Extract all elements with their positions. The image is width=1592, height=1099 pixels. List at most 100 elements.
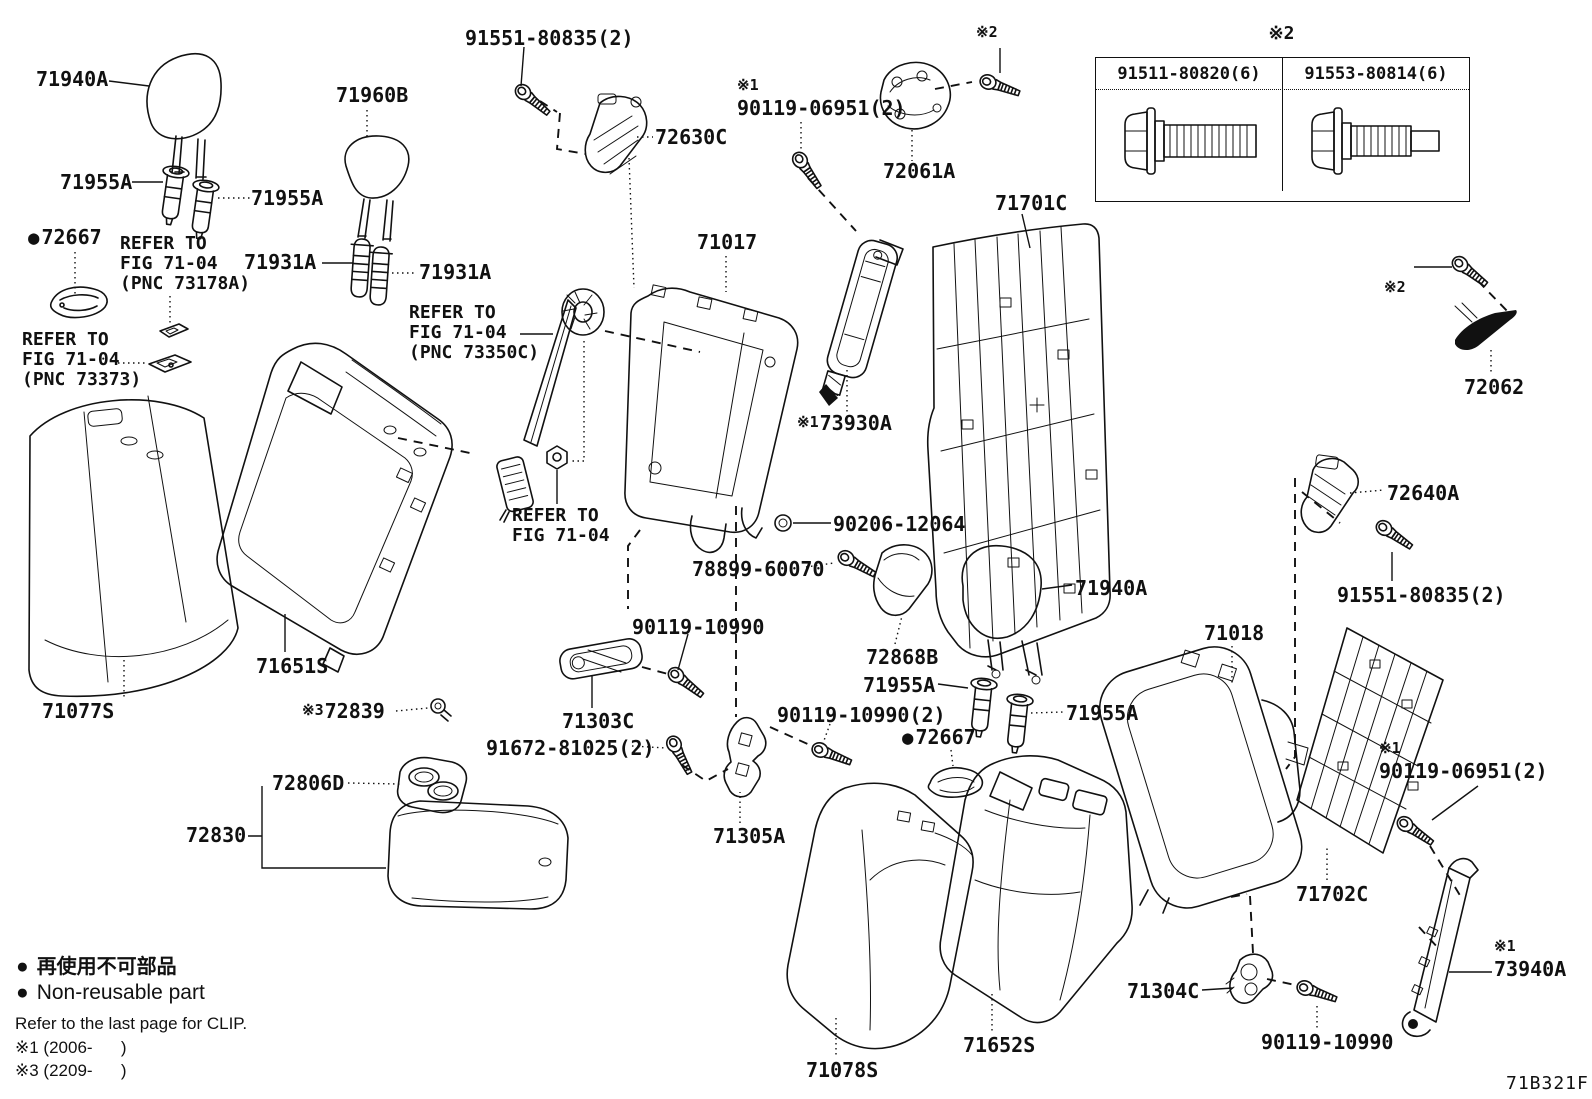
non-reusable-dot-icon: ● [16, 981, 29, 1004]
legend-en-line: ●Non-reusable part [16, 981, 205, 1005]
part-label-72062[interactable]: 72062 [1464, 375, 1525, 399]
headrest-71960B-drawing [345, 136, 409, 241]
note-mark-1: ※1 [1379, 739, 1401, 757]
part-label-71955A-top-right[interactable]: 71955A [251, 186, 324, 210]
refer-note-fig71-04-pnc73373[interactable]: REFER TO FIG 71-04 (PNC 73373) [22, 329, 142, 391]
part-label-71955A-mid-right[interactable]: 71955A [1066, 701, 1139, 725]
part-label-90119-10990-b[interactable]: 90119-10990 [1261, 1030, 1394, 1054]
note-mark-2-top: ※2 [976, 23, 998, 41]
fastener-variant-table: 91511-80820(6) 91553-80814(6) [1095, 57, 1470, 202]
seatback-cover-71652S-drawing [940, 756, 1132, 1023]
part-label-72806D[interactable]: 72806D [272, 771, 345, 795]
dashed-assembly-lines [398, 82, 1511, 985]
part-label-71652S[interactable]: 71652S [963, 1033, 1036, 1057]
headrest-71940A-left-drawing [147, 54, 221, 179]
flange-bolt-short-drawing [1311, 106, 1440, 175]
backboard-71701C-drawing [928, 224, 1110, 657]
armrest-72830-drawing [388, 801, 568, 909]
table-part-91511-80820[interactable]: 91511-80820(6) [1096, 58, 1283, 89]
part-label-71651S[interactable]: 71651S [256, 654, 329, 678]
bracket-71305A-drawing [724, 718, 766, 797]
part-label-71702C[interactable]: 71702C [1296, 882, 1369, 906]
part-label-72630C[interactable]: 72630C [655, 125, 728, 149]
part-label-71931A-right[interactable]: 71931A [419, 260, 492, 284]
part-label-72061A[interactable]: 72061A [883, 159, 956, 183]
part-label-72667-right[interactable]: ●72667 [902, 726, 976, 749]
cushion-71077S-drawing [29, 396, 238, 696]
part-label-73930A[interactable]: ※173930A [797, 412, 892, 434]
part-label-71960B[interactable]: 71960B [336, 83, 409, 107]
seatback-frame-71017-drawing [625, 285, 798, 552]
legend-note3-range: ※3 (2209- ) [15, 1061, 127, 1080]
dotted-leader-lines [75, 110, 1491, 1058]
seatback-frame-71018-drawing [1090, 637, 1311, 917]
part-label-90119-10990-a[interactable]: 90119-10990 [632, 615, 765, 639]
part-label-71955A-top-left[interactable]: 71955A [60, 170, 133, 194]
cap-72667-right-drawing [928, 768, 982, 797]
part-label-71018[interactable]: 71018 [1204, 621, 1265, 645]
part-label-78899-60070[interactable]: 78899-60070 [692, 557, 825, 581]
clip-73178A-drawing [160, 324, 188, 337]
part-label-91551-80835-right[interactable]: 91551-80835(2) [1337, 583, 1506, 607]
part-label-90206-12064[interactable]: 90206-12064 [833, 512, 966, 536]
refer-note-fig71-04-pnc73350c[interactable]: REFER TO FIG 71-04 (PNC 73350C) [409, 302, 540, 364]
part-label-72868B[interactable]: 72868B [866, 645, 939, 669]
non-reusable-dot-icon: ● [16, 955, 29, 978]
legend-jp-text: 再使用不可部品 [36, 956, 177, 978]
part-label-71077S[interactable]: 71077S [42, 699, 115, 723]
part-label-71931A-left[interactable]: 71931A [244, 250, 317, 274]
part-label-71955A-mid-left[interactable]: 71955A [863, 673, 936, 697]
part-number: 90119-06951(2) [737, 95, 906, 120]
part-label-71940A-right[interactable]: 71940A [1075, 576, 1148, 600]
part-label-71940A-left[interactable]: 71940A [36, 67, 109, 91]
table-note-mark-2: ※2 [1268, 23, 1295, 44]
hinge-71304C-drawing [1226, 954, 1273, 1003]
screw-72839-drawing [431, 699, 451, 721]
part-label-71078S[interactable]: 71078S [806, 1058, 879, 1082]
latch-72640A-drawing [1301, 455, 1358, 533]
legend-clip-note: Refer to the last page for CLIP. [15, 1014, 248, 1033]
leader-lines [109, 47, 1492, 990]
part-label-91551-80835-top[interactable]: 91551-80835(2) [465, 26, 634, 50]
non-reusable-dot-icon: ● [28, 227, 40, 249]
hook-72062-drawing [1455, 303, 1517, 351]
part-label-72667-left[interactable]: ●72667 [28, 226, 102, 249]
part-label-71303C[interactable]: 71303C [562, 709, 635, 733]
part-label-71305A[interactable]: 71305A [713, 824, 786, 848]
part-label-72839[interactable]: ※372839 [302, 700, 385, 722]
striker-71303C-drawing [558, 637, 644, 681]
table-part-91553-80814[interactable]: 91553-80814(6) [1304, 64, 1448, 84]
refer-note-fig71-04-pnc73178a[interactable]: REFER TO FIG 71-04 (PNC 73178A) [120, 233, 251, 295]
latch-72630C-drawing [585, 94, 646, 174]
part-number: 73930A [819, 411, 892, 435]
airbag-73930A-drawing [819, 237, 903, 406]
seatback-cover-71651S-drawing [217, 343, 452, 672]
note-mark-3: ※3 [302, 701, 324, 719]
part-label-90119-10990-2[interactable]: 90119-10990(2) [777, 703, 946, 727]
part-label-72640A[interactable]: 72640A [1387, 481, 1460, 505]
part-label-71304C[interactable]: 71304C [1127, 979, 1200, 1003]
table-cell-bolt-91511 [1096, 90, 1283, 191]
part-label-91672-81025[interactable]: 91672-81025(2) [486, 736, 655, 760]
headrest-71940A-right-drawing [962, 546, 1042, 684]
note-mark-1: ※1 [737, 76, 759, 94]
part-label-72830[interactable]: 72830 [186, 823, 247, 847]
ring-90206-drawing [775, 515, 791, 531]
table-cell-bolt-91553 [1283, 90, 1469, 191]
part-label-71701C[interactable]: 71701C [995, 191, 1068, 215]
note-mark-2-right: ※2 [1384, 277, 1406, 296]
backboard-71702C-drawing [1297, 628, 1443, 853]
refer-note-fig71-04[interactable]: REFER TO FIG 71-04 [512, 505, 610, 547]
part-label-71017[interactable]: 71017 [697, 230, 758, 254]
cupholder-72806D-drawing [398, 758, 467, 813]
part-number: 72667 [41, 225, 102, 249]
note-mark-1: ※1 [797, 413, 819, 431]
switch-73373-drawing [149, 355, 191, 372]
note-mark-1: ※1 [1494, 937, 1516, 955]
cushion-71078S-drawing [787, 783, 973, 1048]
part-number: 73940A [1494, 956, 1567, 981]
